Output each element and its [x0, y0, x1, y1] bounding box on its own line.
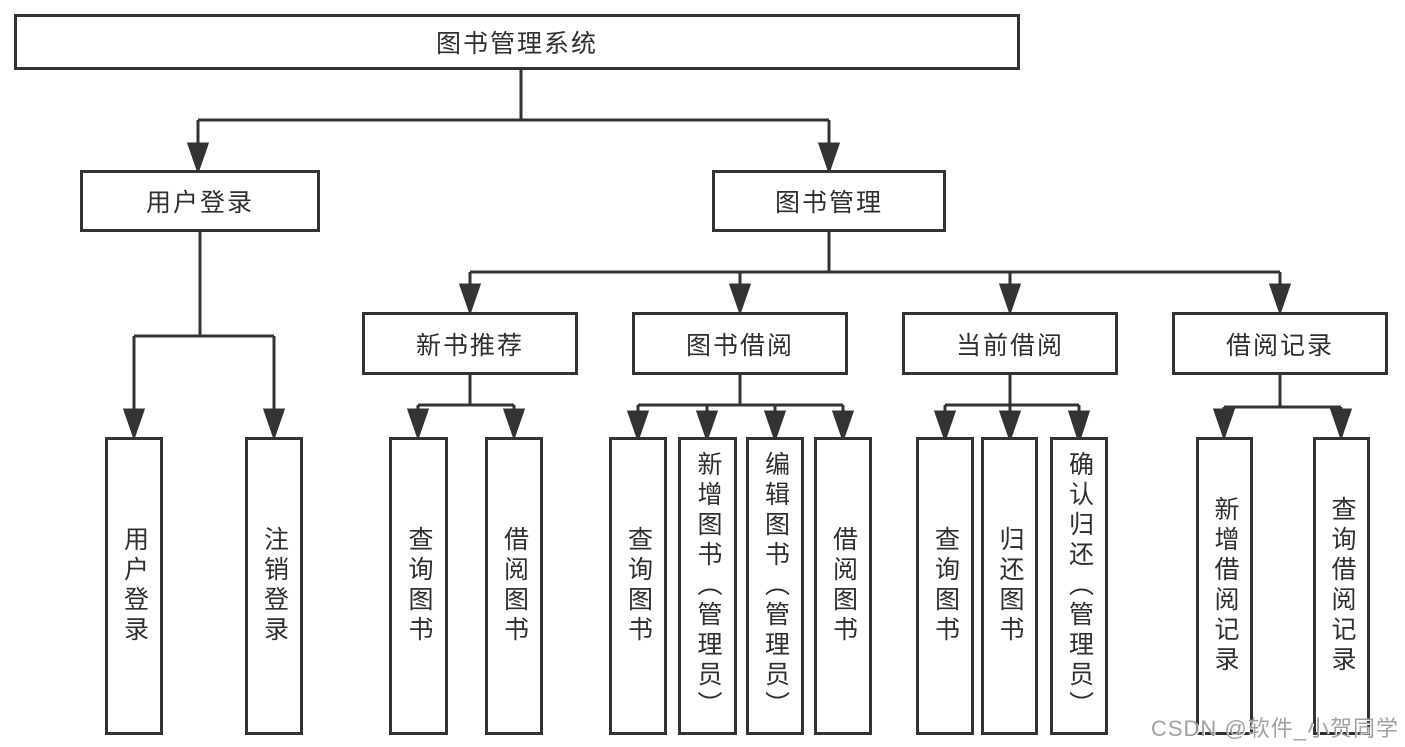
- node-library-management-system: 图书管理系统: [14, 14, 1020, 70]
- arrowhead-book-management: [817, 142, 841, 175]
- leaf-borrow-borrow-books: 借阅图书: [814, 437, 872, 735]
- arrowhead-new-book-recommend: [458, 283, 482, 316]
- arrowhead-logout: [262, 408, 286, 441]
- leaf-borrow-edit-books-admin: 编辑图书（管理员）: [746, 437, 804, 735]
- connector-book-borrow-branch: [626, 373, 855, 443]
- leaf-recommend-query-books: 查询图书: [389, 437, 448, 735]
- leaf-user-login: 用户登录: [105, 437, 163, 735]
- connector-book-management-branch: [458, 230, 1292, 316]
- node-book-management: 图书管理: [712, 170, 946, 232]
- leaf-borrow-add-books-admin: 新增图书（管理员）: [678, 437, 737, 735]
- leaf-current-return-books: 归还图书: [981, 437, 1038, 735]
- connector-current-borrow-branch: [933, 373, 1091, 445]
- connector-user-login-branch: [122, 230, 286, 441]
- node-current-borrow: 当前借阅: [902, 312, 1118, 375]
- connector-new-book-recommend-branch: [406, 373, 526, 441]
- leaf-records-query-record: 查询借阅记录: [1313, 437, 1370, 735]
- connector-root-branch: [186, 68, 841, 175]
- arrowhead-current-borrow: [998, 283, 1022, 316]
- leaf-current-query-books: 查询图书: [916, 437, 974, 735]
- leaf-borrow-query-books: 查询图书: [609, 437, 667, 735]
- leaf-recommend-borrow-books: 借阅图书: [485, 437, 543, 735]
- connector-borrow-records-branch: [1212, 373, 1353, 441]
- arrowhead-book-borrow: [728, 283, 752, 316]
- leaf-logout: 注销登录: [245, 437, 303, 735]
- node-book-borrow: 图书借阅: [632, 312, 848, 375]
- csdn-watermark: CSDN @软件_小贺同学: [1150, 716, 1399, 741]
- leaf-current-confirm-return-admin: 确认归还（管理员）: [1050, 437, 1108, 735]
- node-new-book-recommend: 新书推荐: [362, 312, 578, 375]
- leaf-records-add-record: 新增借阅记录: [1196, 437, 1253, 735]
- node-borrow-records: 借阅记录: [1172, 312, 1388, 375]
- arrowhead-login: [122, 408, 146, 441]
- arrowhead-borrow-records: [1268, 283, 1292, 316]
- arrowhead-user-login: [186, 142, 210, 175]
- node-user-login: 用户登录: [80, 170, 320, 232]
